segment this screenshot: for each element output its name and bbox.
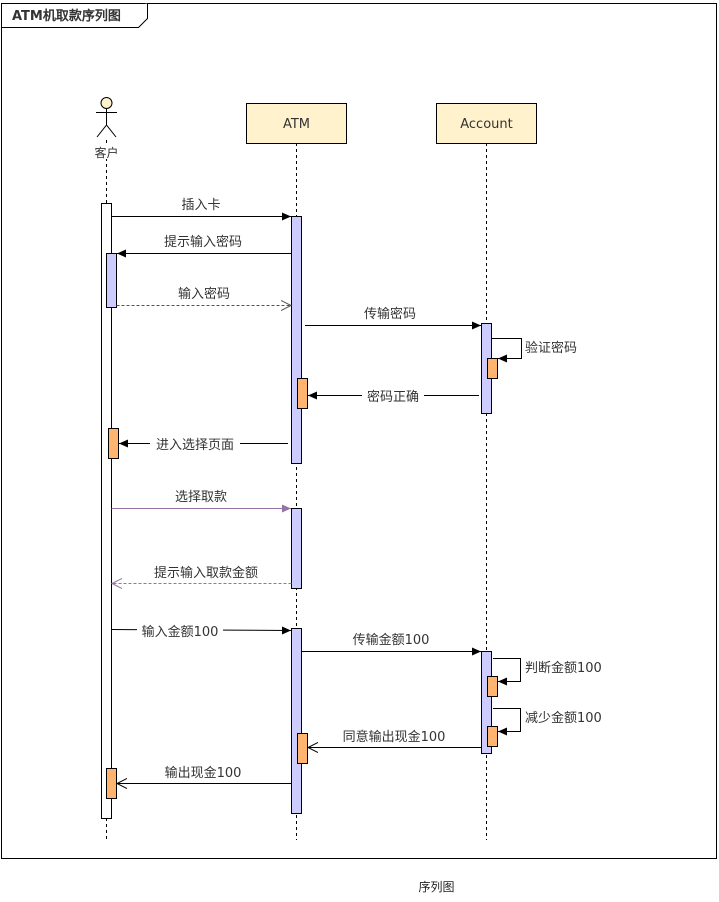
message-label: 插入卡 (181, 198, 220, 213)
message-label: 输入密码 (178, 286, 230, 302)
message-prompt-amount[interactable]: 提示输入取款金额 (112, 565, 292, 584)
activation-customer-main (101, 203, 112, 819)
message-reduce-amount[interactable]: 减少金额100 (493, 708, 602, 736)
message-label: 减少金额100 (525, 710, 602, 726)
message-label: 输入金额100 (142, 624, 219, 640)
activation-account-nested-3 (487, 726, 498, 747)
message-send-password[interactable]: 传输密码 (305, 306, 481, 330)
message-enter-password[interactable]: 输入密码 (116, 286, 292, 306)
activation-customer-cash (106, 768, 117, 799)
activation-atm-nested-2 (297, 733, 308, 764)
actor-icon (100, 97, 113, 109)
participant-label: Account (460, 117, 513, 132)
activation-atm-nested-1 (297, 378, 308, 409)
message-label: 判断金额100 (525, 660, 602, 676)
activations (101, 203, 498, 819)
activation-account-nested-1 (487, 358, 498, 379)
activation-customer-select-page (108, 428, 119, 459)
message-label: 传输金额100 (353, 632, 430, 648)
message-password-correct[interactable]: 密码正确 (308, 388, 479, 405)
participant-atm[interactable]: ATM (246, 103, 347, 144)
message-label: 密码正确 (367, 389, 419, 405)
message-insert-card[interactable]: 插入卡 (111, 198, 292, 221)
activation-atm-2 (291, 508, 302, 589)
message-enter-amount[interactable]: 输入金额100 (111, 623, 292, 640)
message-check-amount[interactable]: 判断金额100 (493, 658, 602, 686)
message-select-withdraw[interactable]: 选择取款 (111, 490, 292, 513)
message-prompt-password[interactable]: 提示输入密码 (117, 234, 292, 258)
message-verify-password[interactable]: 验证密码 (491, 338, 578, 363)
message-label: 选择取款 (175, 490, 227, 505)
frame-title-tab (1, 3, 148, 28)
activation-account-nested-2 (487, 676, 498, 697)
activation-atm-3 (291, 628, 302, 814)
diagram-caption: 序列图 (418, 880, 455, 894)
message-label: 提示输入取款金额 (154, 565, 258, 581)
participant-label: ATM (283, 117, 310, 132)
participant-label: 客户 (94, 145, 118, 160)
activation-atm-1 (291, 216, 302, 464)
activation-customer-password (106, 253, 117, 308)
message-label: 提示输入密码 (164, 234, 242, 250)
message-label: 传输密码 (364, 306, 416, 322)
message-label: 进入选择页面 (156, 438, 234, 453)
frame: ATM机取款序列图 (1, 3, 717, 859)
message-enter-select-page[interactable]: 进入选择页面 (119, 436, 288, 453)
activation-account-2 (481, 651, 492, 754)
message-label: 同意输出现金100 (343, 729, 446, 745)
messages: 插入卡 提示输入密码 输入密码 传输密码 验证密码 密码正确 (112, 198, 602, 784)
message-label: 验证密码 (525, 340, 577, 356)
message-send-amount[interactable]: 传输金额100 (301, 632, 482, 656)
participant-account[interactable]: Account (436, 103, 537, 144)
frame-title: ATM机取款序列图 (12, 8, 121, 24)
message-approve-cash[interactable]: 同意输出现金100 (308, 729, 482, 748)
message-output-cash[interactable]: 输出现金100 (117, 765, 292, 784)
message-label: 输出现金100 (165, 765, 242, 781)
participant-customer[interactable]: 客户 (92, 97, 122, 161)
